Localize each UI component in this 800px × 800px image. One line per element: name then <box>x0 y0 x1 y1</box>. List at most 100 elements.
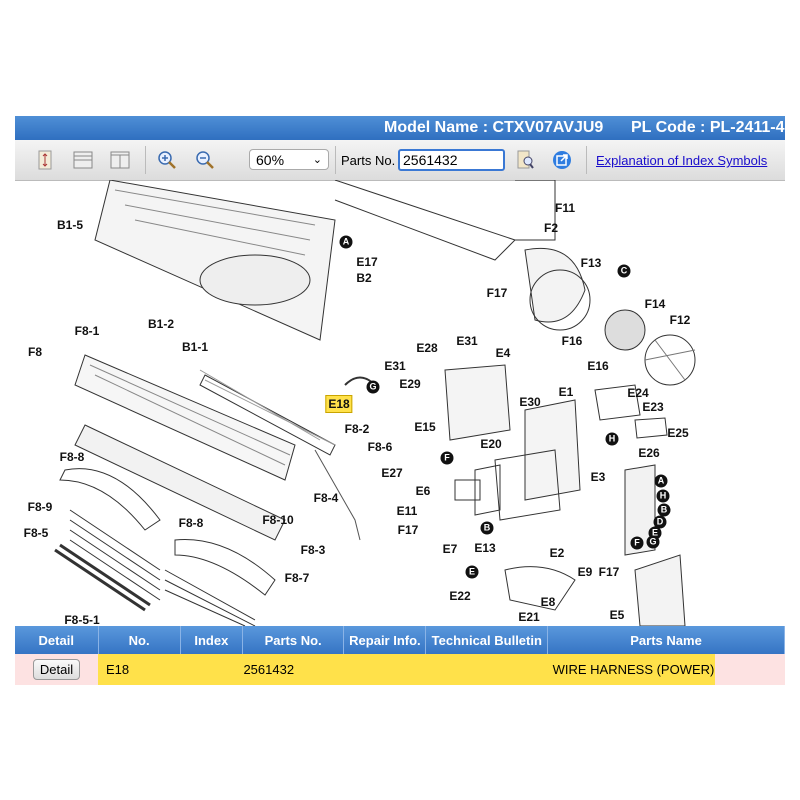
part-label[interactable]: E3 <box>590 470 606 484</box>
cell-index <box>180 654 243 685</box>
part-label[interactable]: E6 <box>415 484 431 498</box>
search-document-icon[interactable] <box>515 150 535 170</box>
part-label[interactable]: E23 <box>642 400 664 414</box>
part-label[interactable]: F8-10 <box>262 513 294 527</box>
col-parts-name: Parts Name <box>547 626 785 654</box>
part-label[interactable]: E1 <box>558 385 574 399</box>
divider <box>335 146 336 174</box>
zoom-out-icon[interactable] <box>195 150 215 170</box>
part-label[interactable]: E24 <box>627 386 649 400</box>
part-label[interactable]: E31 <box>456 334 478 348</box>
cell-repair-info <box>343 654 426 685</box>
part-label[interactable]: F12 <box>669 313 691 327</box>
part-label[interactable]: F8-3 <box>300 543 326 557</box>
part-label[interactable]: E16 <box>587 359 609 373</box>
part-label[interactable]: E7 <box>442 542 458 556</box>
part-label[interactable]: F8-8 <box>178 516 204 530</box>
cell-technical-bulletin <box>425 654 548 685</box>
part-label[interactable]: B1-5 <box>56 218 84 232</box>
parts-no-input[interactable] <box>398 149 505 171</box>
title-bar: Model Name : CTXV07AVJU9 PL Code : PL-24… <box>15 116 785 140</box>
part-label[interactable]: F8-5 <box>23 526 49 540</box>
index-symbol-icon: H <box>656 489 670 503</box>
index-symbol-icon: F <box>630 536 644 550</box>
part-label[interactable]: F13 <box>580 256 602 270</box>
zoom-in-icon[interactable] <box>157 150 177 170</box>
table-header-row: Detail No. Index Parts No. Repair Info. … <box>15 626 785 654</box>
cell-parts-name: WIRE HARNESS (POWER) <box>547 654 716 685</box>
part-label[interactable]: F8-1 <box>74 324 100 338</box>
part-label[interactable]: E22 <box>449 589 471 603</box>
part-label[interactable]: F8-9 <box>27 500 53 514</box>
part-label[interactable]: E11 <box>396 504 418 518</box>
index-symbol-icon: C <box>617 264 631 278</box>
part-label[interactable]: E9 <box>577 565 593 579</box>
part-label[interactable]: E15 <box>414 420 436 434</box>
col-index: Index <box>180 626 243 654</box>
pl-code: PL Code : PL-2411-4 <box>631 119 785 136</box>
part-label[interactable]: E21 <box>518 610 540 624</box>
part-label[interactable]: E8 <box>540 595 556 609</box>
divider <box>145 146 146 174</box>
part-label[interactable]: E28 <box>416 341 438 355</box>
part-label[interactable]: E31 <box>384 359 406 373</box>
highlighted-part-label[interactable]: E18 <box>325 395 353 413</box>
part-label[interactable]: F16 <box>561 334 583 348</box>
part-label[interactable]: B1-1 <box>181 340 209 354</box>
part-label[interactable]: E4 <box>495 346 511 360</box>
col-detail: Detail <box>15 626 99 654</box>
table-row[interactable]: Detail E18 2561432 WIRE HARNESS (POWER) <box>15 654 785 685</box>
parts-name-text: WIRE HARNESS (POWER) <box>552 662 715 677</box>
col-no: No. <box>98 626 181 654</box>
part-label[interactable]: E27 <box>381 466 403 480</box>
external-link-icon[interactable] <box>552 150 572 170</box>
part-label[interactable]: F2 <box>543 221 559 235</box>
col-parts-no: Parts No. <box>242 626 345 654</box>
part-label[interactable]: E20 <box>480 437 502 451</box>
divider <box>586 146 587 174</box>
col-repair-info: Repair Info. <box>343 626 427 654</box>
part-label[interactable]: B1-2 <box>147 317 175 331</box>
part-label[interactable]: F8-7 <box>284 571 310 585</box>
index-symbol-icon: D <box>653 515 667 529</box>
part-label[interactable]: F17 <box>486 286 508 300</box>
part-label[interactable]: F8-2 <box>344 422 370 436</box>
part-label[interactable]: E25 <box>667 426 689 440</box>
part-label[interactable]: F8-6 <box>367 440 393 454</box>
part-label[interactable]: E26 <box>638 446 660 460</box>
part-label[interactable]: F8-8 <box>59 450 85 464</box>
row-end-filler <box>715 654 785 685</box>
col-technical-bulletin: Technical Bulletin <box>425 626 549 654</box>
part-label[interactable]: F14 <box>644 297 666 311</box>
index-symbol-icon: A <box>654 474 668 488</box>
part-label[interactable]: F11 <box>554 201 576 215</box>
chevron-down-icon: ⌄ <box>312 154 322 166</box>
part-label[interactable]: F17 <box>598 565 620 579</box>
part-label[interactable]: F8 <box>27 345 43 359</box>
index-symbol-icon: F <box>440 451 454 465</box>
part-label[interactable]: F17 <box>397 523 419 537</box>
part-label[interactable]: F8-5-1 <box>64 613 100 626</box>
index-symbol-icon: B <box>657 503 671 517</box>
zoom-select[interactable]: 60%⌄ <box>249 149 329 170</box>
fit-height-icon[interactable] <box>35 150 55 170</box>
index-symbol-icon: H <box>605 432 619 446</box>
vertical-split-icon[interactable] <box>110 150 130 170</box>
explanation-of-index-symbols-link[interactable]: Explanation of Index Symbols <box>596 153 768 168</box>
parts-no-label: Parts No. <box>341 153 396 168</box>
parts-drawing <box>54 180 696 626</box>
part-label[interactable]: E30 <box>519 395 541 409</box>
horizontal-split-icon[interactable] <box>73 150 93 170</box>
part-label[interactable]: E2 <box>549 546 565 560</box>
part-label[interactable]: E17 <box>356 255 378 269</box>
part-label[interactable]: F8-4 <box>313 491 339 505</box>
part-label[interactable]: E13 <box>474 541 496 555</box>
part-label[interactable]: E29 <box>399 377 421 391</box>
index-symbol-icon: A <box>339 235 353 249</box>
part-label[interactable]: E5 <box>609 608 625 622</box>
detail-button[interactable]: Detail <box>32 659 81 680</box>
cell-no: E18 <box>98 654 181 685</box>
model-name: Model Name : CTXV07AVJU9 <box>384 119 604 136</box>
part-label[interactable]: B2 <box>356 271 372 285</box>
